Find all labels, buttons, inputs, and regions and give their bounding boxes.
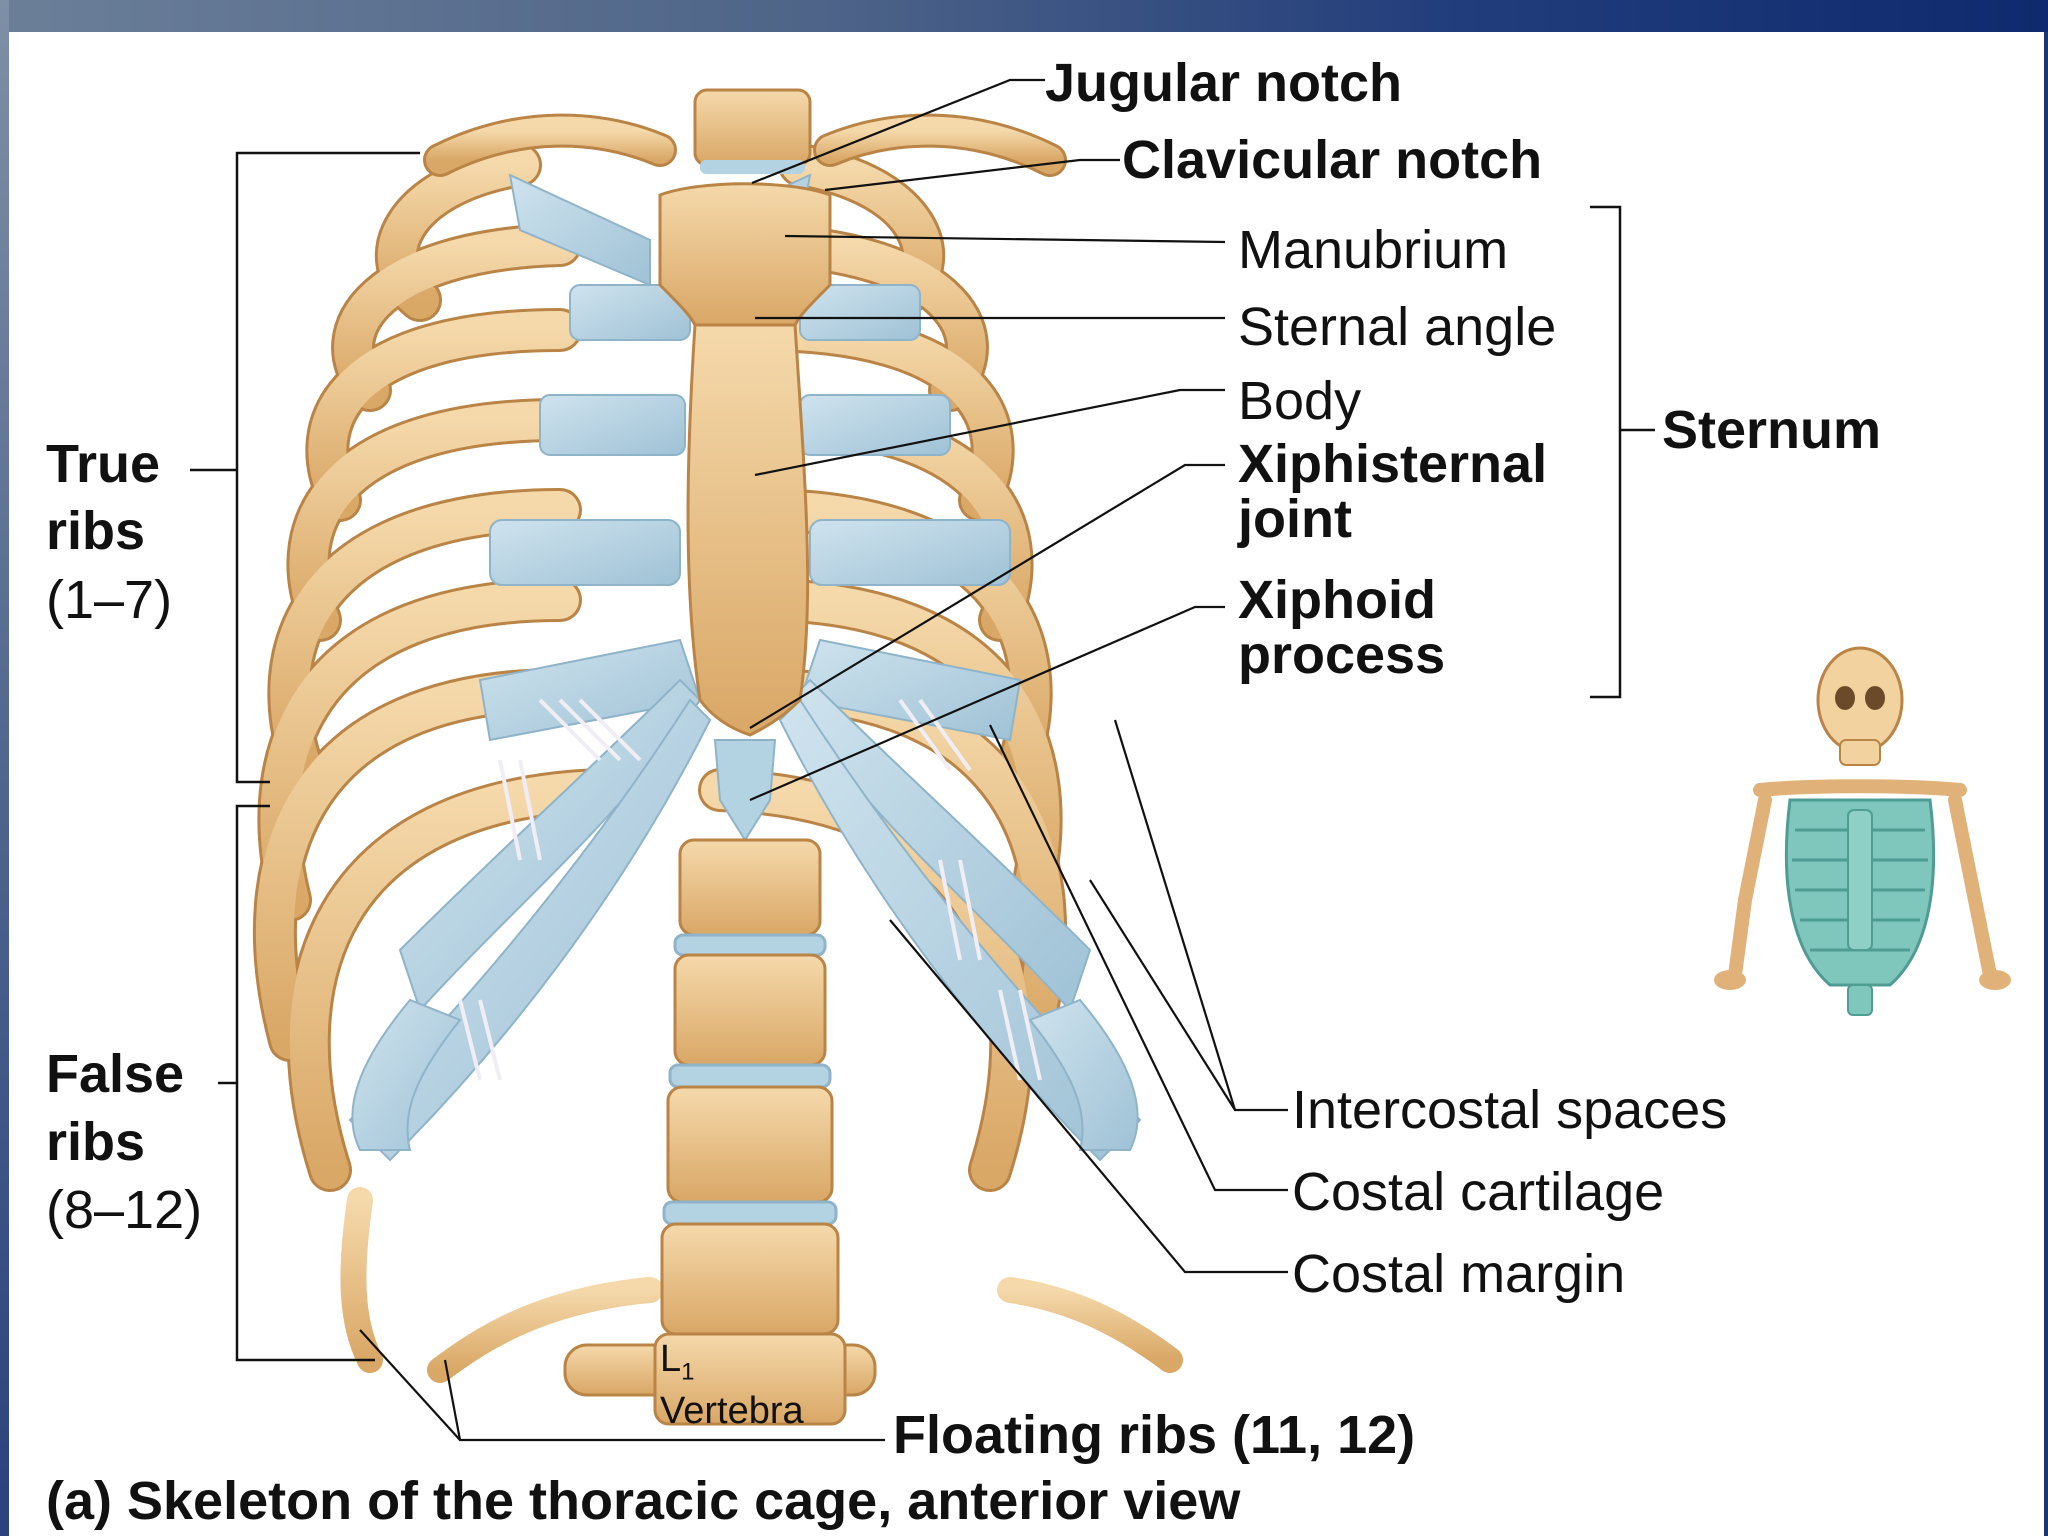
- vertebral-column: [563, 838, 877, 1426]
- false-ribs-label-line1: False: [46, 1044, 185, 1104]
- upper-vertebra: [693, 88, 812, 174]
- inset-skeleton-figure: [1714, 646, 2011, 1016]
- xiphisternal-joint-label-line1: Xiphisternal: [1238, 434, 1548, 494]
- l1-vertebra-label-line2: Vertebra: [660, 1390, 804, 1432]
- jugular-notch-label: Jugular notch: [1045, 53, 1403, 113]
- brackets: [190, 151, 1655, 1362]
- left-edge-band: [0, 0, 9, 1536]
- costal-cartilage-label: Costal cartilage: [1292, 1162, 1665, 1222]
- true-ribs-label-line3: (1–7): [46, 570, 173, 630]
- true-ribs-label-line2: ribs: [46, 501, 146, 561]
- body-label: Body: [1238, 371, 1362, 431]
- intercostal-spaces-label: Intercostal spaces: [1292, 1080, 1728, 1140]
- xiphisternal-joint-label-line2: joint: [1238, 489, 1352, 549]
- l1-vertebra-label-line1: L1: [660, 1340, 695, 1385]
- figure-caption: (a) Skeleton of the thoracic cage, anter…: [46, 1471, 1241, 1531]
- sternum-label: Sternum: [1662, 400, 1882, 460]
- l1-subscript: 1: [681, 1358, 695, 1386]
- costal-margin-label: Costal margin: [1292, 1244, 1626, 1304]
- intercostal-strands: [458, 698, 1042, 1081]
- ribs-left: [252, 143, 622, 1192]
- leader-lines: [359, 78, 1288, 1442]
- clavicular-notch-label: Clavicular notch: [1122, 130, 1543, 190]
- floating-ribs-label: Floating ribs (11, 12): [893, 1405, 1416, 1465]
- xiphoid-process-label-line1: Xiphoid: [1238, 570, 1436, 630]
- false-ribs-label-line3: (8–12): [46, 1180, 203, 1240]
- sternal-angle-label: Sternal angle: [1238, 297, 1557, 357]
- true-ribs-label-line1: True: [46, 434, 161, 494]
- right-edge-band: [2044, 32, 2048, 1536]
- header-band: [0, 0, 2048, 32]
- sternum-shape: [658, 182, 832, 842]
- floating-ribs: [340, 1187, 1183, 1383]
- xiphoid-process-label-line2: process: [1238, 625, 1446, 685]
- false-ribs-label-line2: ribs: [46, 1112, 146, 1172]
- manubrium-label: Manubrium: [1238, 220, 1509, 280]
- l1-letter: L: [660, 1338, 682, 1380]
